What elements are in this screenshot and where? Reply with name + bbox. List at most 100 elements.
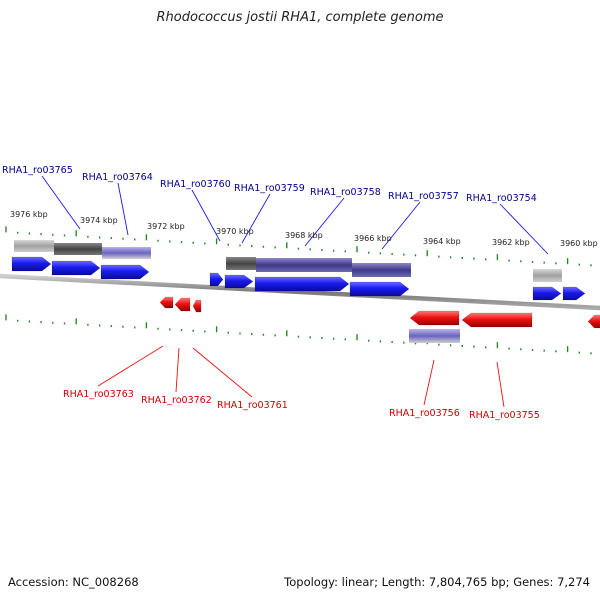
forward-gene-label[interactable]: RHA1_ro03765 [2,165,73,176]
leader-line [41,175,81,230]
tick-mark [508,347,510,350]
tick-mark [297,247,300,250]
tick-mark [239,244,241,247]
reverse-gene-arrow[interactable] [159,296,174,309]
forward-gene-label[interactable]: RHA1_ro03754 [466,193,537,204]
tick-mark [251,245,253,248]
tick-mark [414,254,417,257]
tick-mark [204,242,206,245]
tick-mark [122,237,124,240]
tick-mark [520,260,522,263]
tick-mark [473,257,475,260]
tick-mark [543,261,545,264]
leader-line [381,201,421,250]
reverse-gene-arrow[interactable] [461,312,533,328]
tick-mark [286,242,288,249]
forward-gene-arrow[interactable] [11,256,52,272]
tick-mark [414,342,417,345]
reverse-gene-label[interactable]: RHA1_ro03761 [217,400,288,411]
forward-gene-label[interactable]: RHA1_ro03757 [388,191,459,202]
tick-mark [134,238,136,241]
tick-mark [426,250,428,257]
tick-mark [180,329,183,332]
tick-mark [578,263,580,266]
tick-mark [274,334,276,337]
tick-mark [5,314,7,321]
tick-mark [449,256,452,259]
forward-gene-arrow[interactable] [51,260,101,276]
tick-mark [391,253,393,256]
tick-mark [438,343,440,346]
reverse-gene-arrow[interactable] [174,297,191,312]
tick-mark [274,246,276,249]
forward-gene-arrow[interactable] [209,272,224,287]
forward-gene-label[interactable]: RHA1_ro03760 [160,179,231,190]
feature-block [256,258,352,272]
tick-mark [87,323,89,326]
ruler-label: 3968 kbp [285,231,323,240]
forward-gene-arrow[interactable] [562,286,586,301]
tick-mark [239,332,241,335]
feature-track [14,240,562,343]
ruler-label: 3974 kbp [80,216,118,225]
reverse-gene-label[interactable]: RHA1_ro03755 [469,410,540,421]
forward-gene-arrow[interactable] [532,286,562,301]
ruler-label: 3972 kbp [147,222,185,231]
tick-mark [169,328,171,331]
feature-block [54,243,102,255]
tick-mark [461,344,463,347]
tick-mark [145,234,148,241]
tick-mark [192,329,194,332]
tick-mark [496,342,499,349]
tick-mark [321,337,323,340]
reverse-gene-arrow[interactable] [587,314,600,329]
leader-line [241,193,271,244]
tick-mark [192,241,194,244]
tick-mark [368,339,370,342]
tick-mark [251,333,253,336]
forward-gene-label[interactable]: RHA1_ro03764 [82,172,153,183]
tick-mark [590,264,592,267]
tick-mark [403,253,405,256]
forward-gene-arrow[interactable] [224,274,254,289]
genome-title: Rhodococcus jostii RHA1, complete genome [156,10,444,25]
tick-mark [496,254,499,261]
tick-mark [368,251,370,254]
forward-gene-arrow[interactable] [349,281,410,297]
forward-gene-arrow[interactable] [100,264,150,280]
tick-mark [169,240,171,243]
forward-gene-arrow[interactable] [254,276,350,292]
reverse-gene-label[interactable]: RHA1_ro03756 [389,408,460,419]
tick-mark [566,258,569,265]
tick-mark [578,351,580,354]
tick-mark [75,318,77,325]
tick-mark [403,341,405,344]
tick-mark [485,258,487,261]
reverse-gene-label[interactable]: RHA1_ro03763 [63,389,134,400]
tick-mark [215,326,218,333]
leader-line [423,359,435,406]
tick-mark [75,230,77,237]
tick-mark [17,319,19,322]
reverse-gene-arrow[interactable] [409,310,460,326]
gene-arrows [11,256,600,329]
tick-mark [590,352,592,355]
tick-mark [356,334,358,341]
tick-mark [40,233,42,236]
tick-mark [555,262,557,265]
tick-mark [180,241,183,244]
reverse-gene-label[interactable]: RHA1_ro03762 [141,395,212,406]
tick-mark [157,239,159,242]
tick-mark [391,341,393,344]
reverse-gene-arrow[interactable] [192,299,202,313]
tick-mark [555,350,557,353]
genome-summary-text: Topology: linear; Length: 7,804,765 bp; … [284,575,590,589]
forward-gene-label[interactable]: RHA1_ro03758 [310,187,381,198]
tick-mark [508,259,510,262]
tick-mark [344,250,346,253]
accession-text: Accession: NC_008268 [8,575,139,589]
tick-mark [379,252,382,255]
forward-gene-label[interactable]: RHA1_ro03759 [234,183,305,194]
